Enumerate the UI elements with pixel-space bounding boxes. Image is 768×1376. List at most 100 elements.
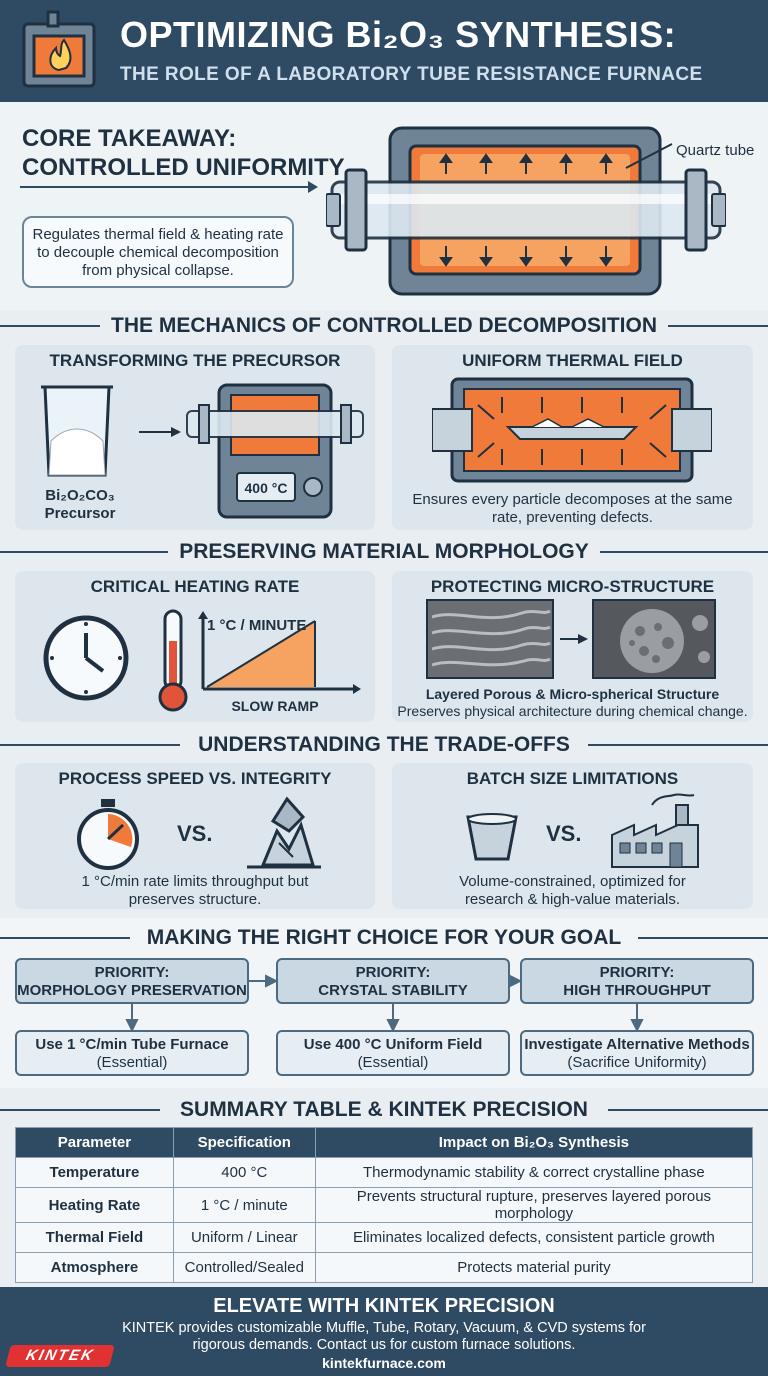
- footer-banner: ELEVATE WITH KINTEK PRECISION KINTEK pro…: [0, 1287, 768, 1376]
- kintek-logo: KINTEK: [5, 1345, 115, 1367]
- mini-furnace-illustration: [186, 383, 364, 519]
- table-cell: Prevents structural rupture, preserves l…: [314, 1187, 754, 1223]
- choice-connector-arrows: [125, 974, 644, 1033]
- table-header-cell: Impact on Bi₂O₃ Synthesis: [314, 1127, 754, 1158]
- table-row: Temperature 400 °C Thermodynamic stabili…: [15, 1157, 754, 1188]
- table-cell: Thermodynamic stability & correct crysta…: [314, 1157, 754, 1188]
- core-takeaway-title: CORE TAKEAWAY: CONTROLLED UNIFORMITY: [22, 124, 345, 182]
- mechanics-section-title: THE MECHANICS OF CONTROLLED DECOMPOSITIO…: [111, 314, 657, 337]
- table-cell: Uniform / Linear: [172, 1222, 316, 1253]
- table-cell: Eliminates localized defects, consistent…: [314, 1222, 754, 1253]
- recommendation-throughput-box: Investigate Alternative Methods (Sacrifi…: [520, 1030, 754, 1076]
- footer-title: ELEVATE WITH KINTEK PRECISION: [213, 1295, 555, 1317]
- footer-website-link[interactable]: kintekfurnace.com: [322, 1355, 446, 1371]
- section-divider: [0, 937, 130, 939]
- microstructure-panel-title: PROTECTING MICRO-STRUCTURE: [430, 577, 715, 596]
- recommendation-note: (Essential): [357, 1054, 429, 1071]
- vs-label: VS.: [177, 821, 213, 846]
- recommendation-action: Investigate Alternative Methods: [524, 1036, 750, 1053]
- clock-icon: [43, 615, 129, 701]
- table-cell: 400 °C: [172, 1157, 316, 1188]
- section-divider: [600, 551, 768, 553]
- priority-morphology-box: PRIORITY: MORPHOLOGY PRESERVATION: [15, 958, 249, 1004]
- furnace-flame-icon: [22, 10, 96, 88]
- speed-integrity-text: 1 °C/min rate limits throughput but pres…: [81, 873, 309, 908]
- temperature-display: 400 °C: [244, 480, 288, 496]
- thermal-field-illustration: [432, 377, 712, 483]
- precursor-panel: TRANSFORMING THE PRECURSOR Bi₂O₂CO₃ Prec…: [15, 345, 375, 530]
- priority-goal: CRYSTAL STABILITY: [318, 982, 468, 999]
- tradeoffs-section-title: UNDERSTANDING THE TRADE-OFFS: [198, 733, 570, 756]
- core-title-line2: CONTROLLED UNIFORMITY: [22, 154, 345, 181]
- table-cell: Thermal Field: [15, 1222, 174, 1253]
- core-description-bubble: Regulates thermal field & heating rate t…: [22, 216, 294, 288]
- microstructure-panel: PROTECTING MICRO-STRUCTURE Layered Porou…: [392, 571, 753, 722]
- precursor-sublabel: Precursor: [44, 505, 116, 522]
- heating-rate-label: 1 °C / MINUTE: [207, 617, 307, 634]
- crucible-icon: [466, 813, 518, 861]
- core-takeaway-section: CORE TAKEAWAY: CONTROLLED UNIFORMITY Reg…: [0, 102, 768, 310]
- batch-size-panel: BATCH SIZE LIMITATIONS VS. Volume-constr…: [392, 763, 753, 909]
- recommendation-action: Use 400 °C Uniform Field: [303, 1036, 483, 1053]
- table-cell: Atmosphere: [15, 1252, 174, 1283]
- heating-rate-panel-title: CRITICAL HEATING RATE: [90, 577, 300, 596]
- thermal-field-panel-title: UNIFORM THERMAL FIELD: [462, 351, 683, 370]
- recommendation-note: (Essential): [96, 1054, 168, 1071]
- table-cell: Protects material purity: [314, 1252, 754, 1283]
- priority-crystal-box: PRIORITY: CRYSTAL STABILITY: [276, 958, 510, 1004]
- factory-icon: [611, 793, 699, 868]
- batch-size-panel-title: BATCH SIZE LIMITATIONS: [466, 769, 679, 788]
- quartz-tube-label: Quartz tube: [676, 142, 755, 159]
- priority-goal: HIGH THROUGHPUT: [563, 982, 711, 999]
- table-header-cell: Parameter: [15, 1127, 174, 1158]
- batch-size-text: Volume-constrained, optimized for resear…: [459, 873, 686, 908]
- layered-porous-micrograph: [426, 599, 554, 679]
- table-header-cell: Specification: [172, 1127, 316, 1158]
- recommendation-action: Use 1 °C/min Tube Furnace: [35, 1036, 229, 1053]
- microstructure-caption: Preserves physical architecture during c…: [397, 703, 748, 719]
- section-divider: [608, 1109, 768, 1111]
- section-divider: [0, 1109, 160, 1111]
- microstructure-caption-bold: Layered Porous & Micro-spherical Structu…: [425, 686, 720, 702]
- thermal-field-text: Ensures every particle decomposes at the…: [412, 491, 733, 526]
- footer-text: KINTEK provides customizable Muffle, Tub…: [122, 1320, 646, 1353]
- tube-furnace-illustration: [326, 126, 726, 296]
- table-cell: Heating Rate: [15, 1187, 174, 1223]
- morphology-section-title: PRESERVING MATERIAL MORPHOLOGY: [179, 540, 589, 563]
- page-subtitle: THE ROLE OF A LABORATORY TUBE RESISTANCE…: [120, 64, 703, 85]
- priority-label: PRIORITY:: [355, 964, 431, 981]
- slow-ramp-chart-icon: [198, 611, 361, 694]
- microspherical-micrograph: [592, 599, 716, 679]
- recommendation-crystal-box: Use 400 °C Uniform Field (Essential): [276, 1030, 510, 1076]
- stopwatch-icon: [77, 799, 139, 870]
- choice-section: MAKING THE RIGHT CHOICE FOR YOUR GOAL PR…: [0, 918, 768, 1088]
- thermal-field-panel: UNIFORM THERMAL FIELD Ensures every part…: [392, 345, 753, 530]
- speed-integrity-panel-title: PROCESS SPEED VS. INTEGRITY: [58, 769, 332, 788]
- priority-throughput-box: PRIORITY: HIGH THROUGHPUT: [520, 958, 754, 1004]
- vs-label: VS.: [546, 821, 582, 846]
- recommendation-note: (Sacrifice Uniformity): [567, 1054, 707, 1071]
- table-cell: Controlled/Sealed: [172, 1252, 316, 1283]
- table-cell: 1 °C / minute: [172, 1187, 316, 1223]
- table-row: Thermal Field Uniform / Linear Eliminate…: [15, 1222, 754, 1253]
- thermometer-icon: [158, 609, 188, 712]
- section-divider: [588, 744, 768, 746]
- speed-integrity-panel: PROCESS SPEED VS. INTEGRITY VS. 1 °C/min…: [15, 763, 375, 909]
- table-row: Atmosphere Controlled/Sealed Protects ma…: [15, 1252, 754, 1283]
- core-title-line1: CORE TAKEAWAY:: [22, 125, 237, 152]
- choice-section-title: MAKING THE RIGHT CHOICE FOR YOUR GOAL: [146, 926, 622, 949]
- priority-label: PRIORITY:: [94, 964, 170, 981]
- arrow-right-icon: [20, 181, 318, 193]
- page-title: OPTIMIZING Bi₂O₃ SYNTHESIS:: [120, 14, 677, 55]
- precursor-panel-title: TRANSFORMING THE PRECURSOR: [49, 351, 341, 370]
- table-header-row: Parameter Specification Impact on Bi₂O₃ …: [15, 1127, 754, 1158]
- slow-ramp-label: SLOW RAMP: [231, 698, 319, 714]
- table-cell: Temperature: [15, 1157, 174, 1188]
- arrow-right-icon: [560, 634, 588, 644]
- collapsed-structure-icon: [247, 796, 321, 869]
- header-banner: OPTIMIZING Bi₂O₃ SYNTHESIS: THE ROLE OF …: [0, 0, 768, 102]
- beaker-icon: [41, 385, 113, 477]
- section-divider: [668, 325, 768, 327]
- section-divider: [0, 325, 100, 327]
- arrow-right-icon: [139, 427, 181, 437]
